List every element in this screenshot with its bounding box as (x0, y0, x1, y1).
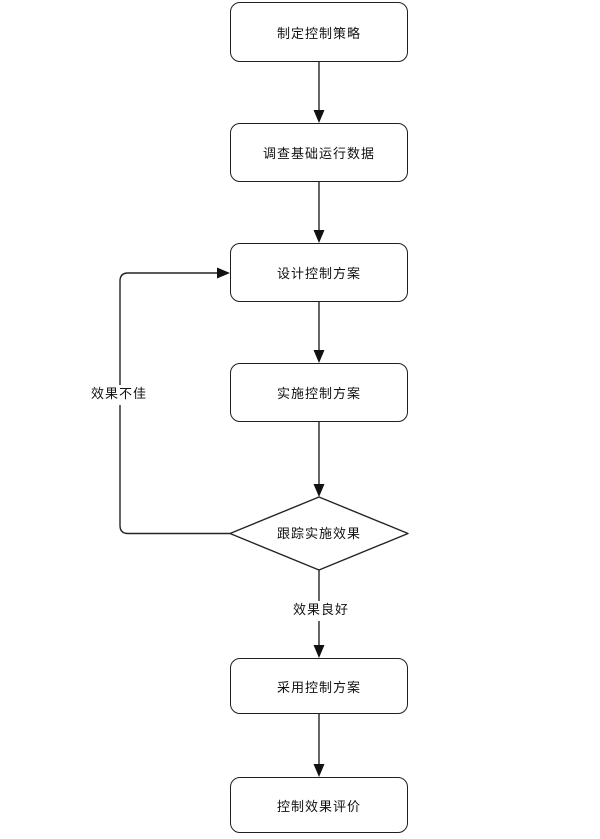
edge-label-effect-poor: 效果不佳 (69, 385, 169, 405)
node-label: 调查基础运行数据 (262, 147, 375, 162)
node-label: 实施控制方案 (276, 387, 361, 402)
arrow-down-icon (313, 350, 325, 363)
node-design-control-plan: 设计控制方案 (230, 243, 408, 302)
node-formulate-control-strategy: 制定控制策略 (230, 2, 408, 62)
edge-label-effect-good: 效果良好 (271, 601, 371, 621)
arrow-down-icon (313, 110, 325, 123)
node-label: 制定控制策略 (276, 26, 361, 42)
node-control-effect-evaluation: 控制效果评价 (230, 777, 408, 833)
arrow-down-icon (313, 484, 325, 497)
node-survey-base-operation-data: 调查基础运行数据 (230, 123, 408, 182)
node-label: 跟踪实施效果 (276, 527, 361, 542)
arrow-down-icon (313, 645, 325, 658)
node-label: 设计控制方案 (276, 267, 361, 282)
node-implement-control-plan: 实施控制方案 (230, 363, 408, 422)
arrow-down-icon (313, 764, 325, 777)
node-label: 采用控制方案 (276, 680, 361, 696)
decision-track-implementation-effect: 跟踪实施效果 (239, 523, 399, 542)
node-label: 控制效果评价 (276, 799, 361, 815)
node-adopt-control-plan: 采用控制方案 (230, 658, 408, 714)
arrow-down-icon (313, 230, 325, 243)
arrow-right-icon (217, 267, 230, 279)
decision-diamond-shape (229, 496, 409, 571)
